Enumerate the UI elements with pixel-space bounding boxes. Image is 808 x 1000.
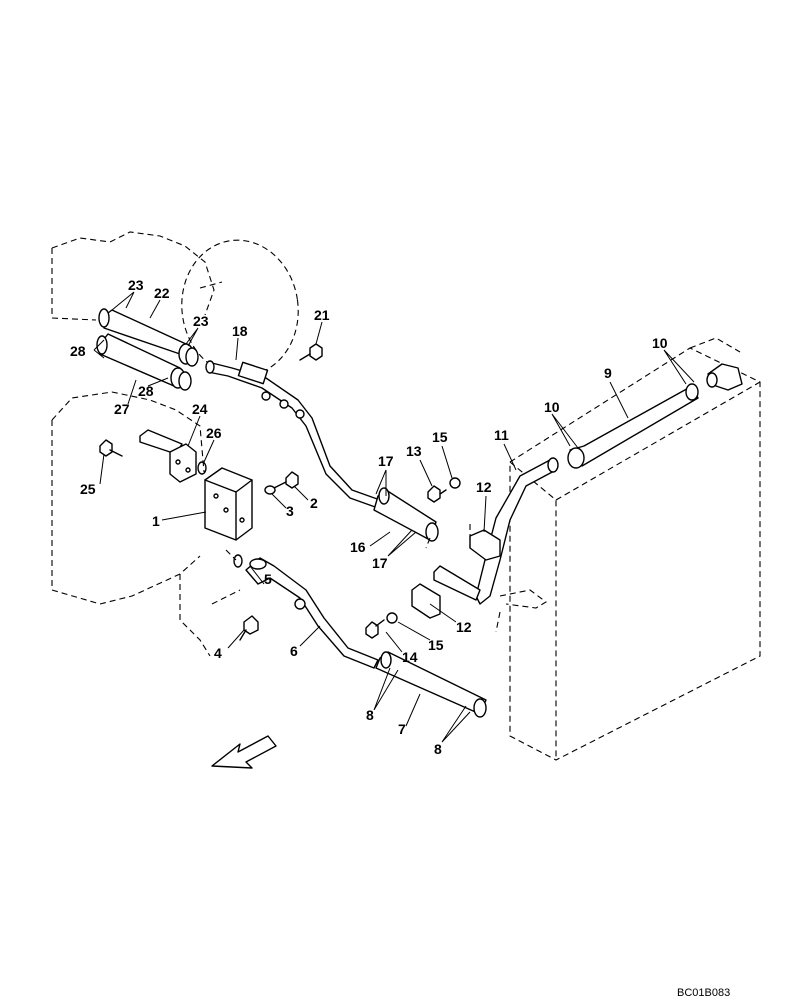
hose-9 bbox=[567, 383, 699, 469]
callout-16: 16 bbox=[350, 539, 366, 555]
bolt-4 bbox=[239, 615, 259, 641]
callout-6: 6 bbox=[290, 643, 298, 659]
engine-outline bbox=[51, 231, 215, 657]
callout-25: 25 bbox=[80, 481, 96, 497]
drawing-id: BC01B083 bbox=[677, 987, 730, 999]
callout-28-left: 28 bbox=[70, 343, 86, 359]
callout-17-upper: 17 bbox=[378, 453, 394, 469]
o-ring-26 bbox=[197, 461, 207, 475]
callout-22: 22 bbox=[154, 285, 170, 301]
bolt-14 bbox=[365, 619, 385, 639]
callout-8-left: 8 bbox=[366, 707, 374, 723]
callout-3: 3 bbox=[286, 503, 294, 519]
callout-15-upper: 15 bbox=[432, 429, 448, 445]
callout-5: 5 bbox=[264, 571, 272, 587]
hose-22 bbox=[98, 308, 199, 367]
leader-lines bbox=[93, 291, 695, 743]
pipe-6 bbox=[245, 557, 379, 669]
callout-12-lower: 12 bbox=[456, 619, 472, 635]
radiator-outlet bbox=[499, 589, 547, 609]
radiator-outline bbox=[509, 337, 761, 761]
callout-13: 13 bbox=[406, 443, 422, 459]
callout-12-upper: 12 bbox=[476, 479, 492, 495]
callout-7: 7 bbox=[398, 721, 406, 737]
clamp-12-lower bbox=[411, 583, 441, 619]
block-1 bbox=[204, 467, 253, 541]
bolt-21 bbox=[299, 343, 323, 361]
callout-10-middle: 10 bbox=[544, 399, 560, 415]
callout-10-right: 10 bbox=[652, 335, 668, 351]
callout-8-right: 8 bbox=[434, 741, 442, 757]
o-ring-5 bbox=[233, 554, 243, 568]
front-direction-arrow-icon bbox=[211, 735, 277, 769]
guide-lines bbox=[211, 524, 501, 633]
bolt-2 bbox=[273, 471, 299, 489]
callout-14: 14 bbox=[402, 649, 418, 665]
hose-27 bbox=[96, 333, 192, 391]
hose-16 bbox=[373, 487, 439, 542]
bolt-25 bbox=[99, 439, 123, 457]
hose-7 bbox=[375, 651, 487, 718]
callout-15-lower: 15 bbox=[428, 637, 444, 653]
callout-1: 1 bbox=[152, 513, 160, 529]
callout-24: 24 bbox=[192, 401, 208, 417]
flange-24 bbox=[139, 429, 197, 483]
callout-27: 27 bbox=[114, 401, 130, 417]
callout-18: 18 bbox=[232, 323, 248, 339]
washer-15-upper bbox=[449, 477, 461, 489]
fan-outline bbox=[181, 239, 299, 377]
callout-4: 4 bbox=[214, 645, 222, 661]
callout-26: 26 bbox=[206, 425, 222, 441]
washer-15-lower bbox=[386, 612, 398, 624]
washer-3 bbox=[264, 485, 276, 495]
callout-11: 11 bbox=[494, 427, 509, 443]
callout-21: 21 bbox=[314, 307, 330, 323]
callout-23-upper-right: 23 bbox=[193, 313, 209, 329]
bolt-13 bbox=[427, 485, 447, 503]
callout-28-lower: 28 bbox=[138, 383, 154, 399]
callout-labels: 23 22 23 28 28 27 18 21 24 26 25 1 2 3 5… bbox=[70, 277, 668, 757]
callout-17-lower: 17 bbox=[372, 555, 388, 571]
callout-23-upper-left: 23 bbox=[128, 277, 144, 293]
callout-2: 2 bbox=[310, 495, 318, 511]
radiator-inlet bbox=[706, 363, 743, 391]
callout-9: 9 bbox=[604, 365, 612, 381]
